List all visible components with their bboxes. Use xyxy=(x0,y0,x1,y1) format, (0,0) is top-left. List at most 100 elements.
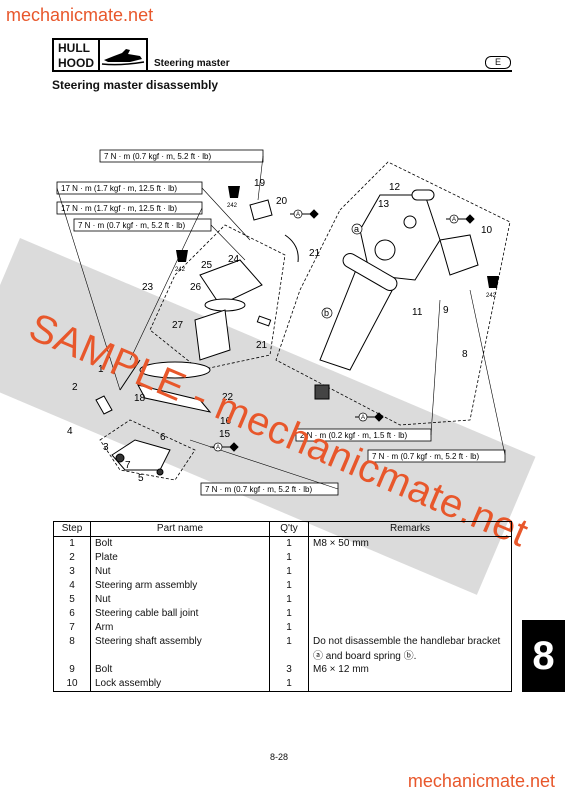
part-cell: Steering shaft assembly xyxy=(90,635,270,663)
torque-label: 17 N · m (1.7 kgf · m, 12.5 ft · lb) xyxy=(61,204,177,213)
header-title: Steering master xyxy=(154,58,230,69)
callout: 4 xyxy=(67,426,73,437)
table-row: 3 Nut 1 xyxy=(53,565,512,579)
table-row: 7 Arm 1 xyxy=(53,621,512,635)
sealant-icon: 242 xyxy=(486,276,499,299)
step-cell: 7 xyxy=(53,621,91,635)
lube-marker: A xyxy=(355,412,384,422)
qty-cell: 3 xyxy=(269,663,309,677)
callout: 15 xyxy=(219,429,231,440)
qty-cell: 1 xyxy=(269,551,309,565)
page-header: HULL HOOD Steering master E xyxy=(52,38,512,74)
torque-label: 7 N · m (0.7 kgf · m, 5.2 ft · lb) xyxy=(78,221,185,230)
remarks-cell: Do not disassemble the handlebar bracket… xyxy=(308,635,512,663)
callout: 19 xyxy=(254,178,266,189)
step-cell: 8 xyxy=(53,635,91,663)
steering-arm-parts xyxy=(95,359,212,476)
remarks-cell xyxy=(308,607,512,621)
torque-label: 17 N · m (1.7 kgf · m, 12.5 ft · lb) xyxy=(61,184,177,193)
table-row: 8 Steering shaft assembly 1 Do not disas… xyxy=(53,635,512,663)
lube-marker: A xyxy=(290,209,319,219)
callout: 6 xyxy=(160,432,166,443)
part-cell: Plate xyxy=(90,551,270,565)
sealant-icon: 242 xyxy=(175,250,188,273)
sealant-code: 242 xyxy=(486,293,497,299)
marker-b: b xyxy=(324,308,329,318)
header-part-name: Part name xyxy=(90,521,270,537)
step-cell: 2 xyxy=(53,551,91,565)
callout: 2 xyxy=(72,382,78,393)
callout: 21 xyxy=(256,340,268,351)
callout: 27 xyxy=(172,320,184,331)
exploded-diagram: 7 N · m (0.7 kgf · m, 5.2 ft · lb) 17 N … xyxy=(56,149,511,496)
torque-box: 17 N · m (1.7 kgf · m, 12.5 ft · lb) xyxy=(56,201,203,215)
remarks-cell xyxy=(308,621,512,635)
header-rule xyxy=(148,70,512,72)
callout: 5 xyxy=(138,473,144,484)
table-row: 10 Lock assembly 1 xyxy=(53,677,512,692)
sealant-code: 242 xyxy=(227,203,238,209)
qty-cell: 1 xyxy=(269,677,309,692)
qty-cell: 1 xyxy=(269,635,309,663)
remarks-cell xyxy=(308,565,512,579)
steering-master-parts xyxy=(139,199,299,379)
lube-letter: A xyxy=(452,217,456,223)
callout: 11 xyxy=(412,307,423,318)
callout: 9 xyxy=(443,305,449,316)
remarks-cell xyxy=(308,579,512,593)
callout: 3 xyxy=(103,442,109,453)
header-step: Step xyxy=(53,521,91,537)
qty-cell: 1 xyxy=(269,607,309,621)
remarks-cell xyxy=(308,551,512,565)
step-cell: 4 xyxy=(53,579,91,593)
table-row: 5 Nut 1 xyxy=(53,593,512,607)
callout: 1 xyxy=(98,364,104,375)
qty-cell: 1 xyxy=(269,579,309,593)
remarks-cell: M8 × 50 mm xyxy=(308,536,512,551)
callout: 26 xyxy=(190,282,202,293)
qty-cell: 1 xyxy=(269,536,309,551)
step-cell: 6 xyxy=(53,607,91,621)
header-qty: Q'ty xyxy=(269,521,309,537)
callout-numbers: 1 2 3 4 5 6 7 8 9 10 11 12 13 15 16 18 1… xyxy=(67,178,493,484)
lube-letter: A xyxy=(216,445,220,451)
table-row: 4 Steering arm assembly 1 xyxy=(53,579,512,593)
callout: 18 xyxy=(134,393,146,404)
step-cell: 10 xyxy=(53,677,91,692)
torque-box: 7 N · m (0.7 kgf · m, 5.2 ft · lb) xyxy=(367,449,506,463)
table-row: 1 Bolt 1 M8 × 50 mm xyxy=(53,536,512,551)
table-header-row: Step Part name Q'ty Remarks xyxy=(53,521,512,537)
callout: 13 xyxy=(378,199,390,210)
callout: 21 xyxy=(309,248,321,259)
marker-a: a xyxy=(354,224,359,234)
remarks-cell: M6 × 12 mm xyxy=(308,663,512,677)
watermark-bottom: mechanicmate.net xyxy=(407,771,555,791)
letter-markers: a b xyxy=(321,223,363,319)
callout: 23 xyxy=(142,282,154,293)
watermark-top: mechanicmate.net xyxy=(6,5,154,25)
lock-assembly xyxy=(411,189,479,276)
qty-cell: 1 xyxy=(269,565,309,579)
step-cell: 9 xyxy=(53,663,91,677)
lube-letter: A xyxy=(361,415,365,421)
callout: 20 xyxy=(276,196,288,207)
page-number: 8-28 xyxy=(270,752,289,762)
lube-marker: A xyxy=(446,214,475,224)
part-cell: Steering cable ball joint xyxy=(90,607,270,621)
part-cell: Bolt xyxy=(90,663,270,677)
table-row: 6 Steering cable ball joint 1 xyxy=(53,607,512,621)
part-cell: Steering arm assembly xyxy=(90,579,270,593)
callout: 24 xyxy=(228,254,240,265)
sealant-icon: 242 xyxy=(227,186,240,209)
lube-marker: A xyxy=(210,442,239,452)
part-cell: Nut xyxy=(90,565,270,579)
qty-cell: 1 xyxy=(269,621,309,635)
callout: 22 xyxy=(222,392,234,403)
header-remarks: Remarks xyxy=(308,521,512,537)
part-cell: Nut xyxy=(90,593,270,607)
steering-shaft-assembly xyxy=(314,194,441,400)
remarks-cell xyxy=(308,593,512,607)
chapter-tab: 8 xyxy=(522,620,565,692)
part-cell: Arm xyxy=(90,621,270,635)
torque-label: 2 N · m (0.2 kgf · m, 1.5 ft · lb) xyxy=(300,431,407,440)
